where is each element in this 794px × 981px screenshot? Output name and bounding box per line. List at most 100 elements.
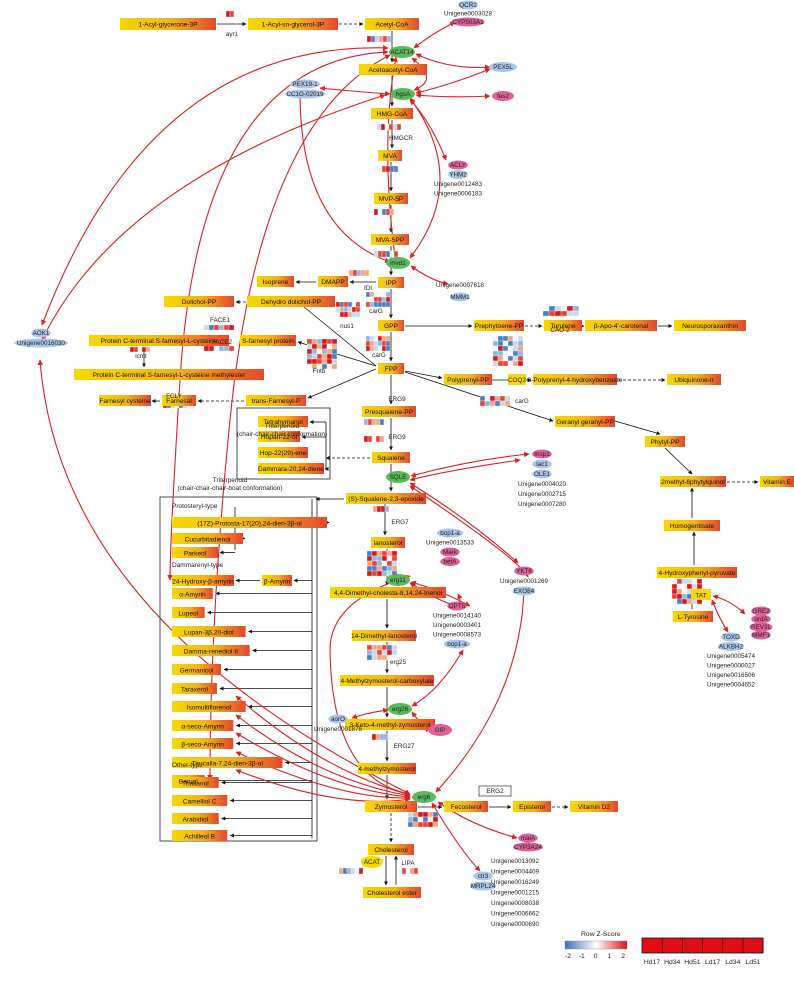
cluster-acly-item-3: Unigene0006183 <box>434 191 482 198</box>
heatmap-nus1-cell <box>347 311 353 318</box>
metabolite-dammarenyl-label-2: Lupan-3β,20-diol <box>184 629 234 636</box>
heatmap-carg3 <box>479 395 511 407</box>
cluster-unigene7618-blob-1 <box>450 292 470 302</box>
heatmap-erg6-cell <box>417 821 424 828</box>
cluster-unigenes-bottom-item-1: Unigene0004409 <box>491 869 539 876</box>
cluster-gre2-blob-1 <box>751 614 771 624</box>
metabolite-hydroxy-amyrin-label: 24-Hydroxy-β-amyrin <box>172 578 234 585</box>
heatmap-erg6-cell <box>422 811 429 818</box>
heatmap-carg1-cell <box>377 301 383 308</box>
heatmap-mvd-cell <box>381 208 387 216</box>
metabolite-dammarenyl-label-7: α-seco-Amyrin <box>181 723 224 730</box>
heatmap-coq2-cell <box>517 360 524 367</box>
heatmap-carg2-cell <box>365 345 371 352</box>
metabolite-dolichol <box>164 296 234 307</box>
metabolite-label-mva5pp: MVA-5PP <box>376 237 405 244</box>
heatmap-carg1-cell <box>381 291 387 298</box>
heatmap-carg1-cell <box>373 291 379 298</box>
cluster-gre2-blob-2 <box>749 622 773 632</box>
edge-fpp-ggpp <box>404 371 554 422</box>
cluster-ctr3-item-1: MRPL24 <box>471 883 496 890</box>
metabolite-label-presqualene: Presqualene-PP <box>365 409 414 416</box>
gene-acat <box>361 856 383 868</box>
heatmap-erg11-cell <box>386 550 393 557</box>
cluster-qcr2-item-2: CYP503A1 <box>452 19 484 26</box>
heatmap-hgs <box>376 123 402 131</box>
cluster-acly-item-0: ACLY <box>450 162 467 169</box>
cluster-lac1-item-2: OLE1 <box>534 471 551 478</box>
enzyme-label-lipa: LIPA <box>401 860 415 867</box>
heatmap-face2-cell <box>203 345 210 352</box>
static-text: Triterpenoid (chair-chair-chair conforma… <box>172 423 327 769</box>
metabolite-dammarenyl-label-5: Taraxerol <box>181 686 209 693</box>
heatmap-carg1-cell <box>369 296 375 303</box>
heatmap-acat <box>366 35 392 43</box>
heatmap-tat-cell <box>696 583 703 590</box>
enzyme-label-face1: FACE1 <box>210 317 230 324</box>
heatmap-erg25-cell <box>371 644 378 651</box>
heatmap-ayr1-cell <box>221 10 227 18</box>
heatmap-nus1-cell <box>339 306 345 313</box>
heatmap-tat-cell <box>676 593 683 600</box>
heatmap-cao2-cell <box>554 305 562 312</box>
cluster-lac1-item-3: Unigene0004020 <box>518 481 566 488</box>
gene-nodes <box>14 0 773 891</box>
legend-tick-1: -1 <box>579 953 585 960</box>
heatmap-ayr1 <box>217 10 243 18</box>
sample-label-1: Hd34 <box>664 959 680 966</box>
heatmap-icmt-cell <box>133 346 139 353</box>
edge-mvd1-unigene7618 <box>410 265 449 286</box>
cluster-pex19-item-0: PEX19-1 <box>292 81 318 88</box>
cluster-gre2-blob-0 <box>751 606 771 616</box>
heatmap-idi-cell <box>356 269 362 277</box>
enzyme-label-erg9a: ERG9 <box>388 396 406 403</box>
heatmap-carg1-cell <box>385 291 391 298</box>
metabolite-label-acylglycerol: 1-Acyl-sn-glycerol-3P <box>262 21 325 28</box>
metabolite-lanosterol <box>371 537 405 548</box>
heatmap-fntb-cell <box>321 358 328 365</box>
heatmap-carg2 <box>365 335 391 352</box>
heatmap-acat2-cell <box>358 867 364 875</box>
heatmap-fntb-cell <box>306 358 313 365</box>
metabolite-acylglycerol <box>248 18 338 30</box>
heatmap-coq2-cell <box>492 340 499 347</box>
metabolite-dehydrodolichol <box>247 296 335 307</box>
heatmap-erg6-cell <box>432 821 439 828</box>
heatmap-face1-cell <box>228 324 235 331</box>
gene-erg26-label: erg26 <box>392 706 409 713</box>
heatmap-lipa-cell <box>409 867 415 875</box>
heatmap-tat-cell <box>686 578 693 585</box>
heatmap-lipa-cell <box>405 867 411 875</box>
heatmap-nus1-cell <box>343 301 349 308</box>
heatmap-erg9b-cell <box>379 435 385 443</box>
heatmap-erg9b-cell <box>375 435 381 443</box>
heatmap-carg2-cell <box>385 340 391 347</box>
heatmap-nus1-cell <box>335 301 341 308</box>
metabolite-polyprenylpp <box>444 374 492 385</box>
heatmap-idi-cell <box>360 269 366 277</box>
heatmap-tat-cell <box>696 578 703 585</box>
metabolite-hydroxy-amyrin <box>172 575 234 586</box>
heatmap-fntb-cell <box>326 353 333 360</box>
heatmap-nus1-cell <box>355 301 361 308</box>
heatmap-face1 <box>203 324 235 331</box>
heatmap-fntb-cell <box>331 343 338 350</box>
gene-mvd1 <box>386 257 410 269</box>
heatmap-face1-cell <box>218 324 225 331</box>
heatmap-coq2-cell <box>507 355 514 362</box>
heatmap-erg6-cell <box>432 816 439 823</box>
metabolite-label-ipp: IPP <box>386 280 397 287</box>
metabolite-label-cholesterol: Cholesterol <box>374 847 408 854</box>
heatmap-fntb-cell <box>326 348 333 355</box>
heatmap-erg11-cell <box>391 565 398 572</box>
cluster-toxd-item-5: Unigene0004652 <box>707 682 755 689</box>
cluster-mala-item-1: CYP3A24 <box>514 844 542 851</box>
heatmap-lipa-cell <box>417 867 423 875</box>
heatmap-fntb-cell <box>306 343 313 350</box>
metabolite-pcfarnesylcys <box>89 335 229 346</box>
heatmap-coq2-cell <box>502 345 509 352</box>
cluster-ctr3-item-0: ctr3 <box>478 873 489 880</box>
heatmap-nus1-cell <box>343 306 349 313</box>
cluster-aoro-blob-0 <box>328 714 348 724</box>
